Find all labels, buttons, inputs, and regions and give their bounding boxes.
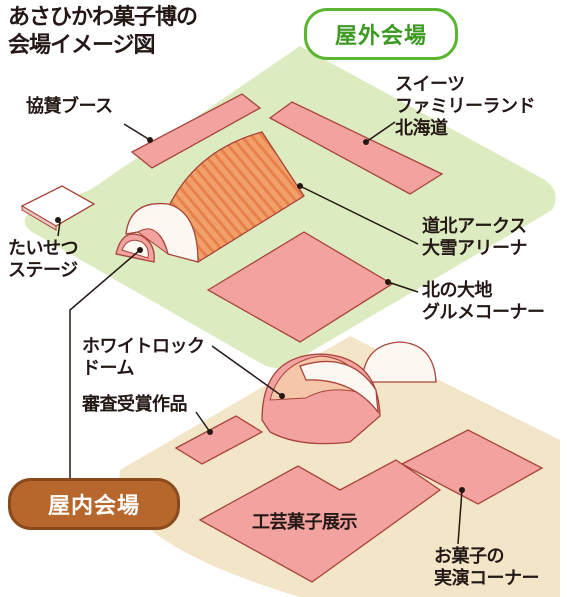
- label-sweets-family-land: スイーツ ファミリーランド 北海道: [395, 74, 536, 139]
- taisetsu-stage-edge: [21, 205, 57, 231]
- label-craft-sweets: 工芸菓子展示: [252, 512, 358, 533]
- label-arena: 道北アークス 大雪アリーナ: [422, 216, 528, 259]
- sweets-family-land: [268, 101, 444, 195]
- label-gourmet-corner: 北の大地 グルメコーナー: [422, 280, 545, 323]
- label-live-demo: お菓子の 実演コーナー: [434, 546, 540, 589]
- award-works-area: [174, 415, 264, 465]
- craft-sweets-area: [198, 459, 442, 583]
- arena-building: [115, 131, 305, 263]
- leader-lines: [57, 121, 463, 545]
- map-title: あさひかわ菓子博の 会場イメージ図: [8, 5, 198, 58]
- leader-dots: [55, 137, 465, 493]
- live-demo-area: [400, 429, 544, 505]
- label-award-works: 審査受賞作品: [82, 394, 188, 415]
- outdoor-venue-ground: [24, 46, 556, 368]
- label-white-rock-dome: ホワイトロック ドーム: [82, 336, 205, 379]
- sponsor-booth: [130, 93, 262, 169]
- outdoor-venue-badge: 屋外会場: [304, 8, 458, 60]
- label-taisetsu-stage: たいせつ ステージ: [8, 238, 79, 281]
- indoor-venue-badge: 屋内会場: [8, 478, 180, 530]
- label-sponsor-booth: 協賛ブース: [26, 96, 113, 117]
- white-rock-dome: [261, 341, 437, 445]
